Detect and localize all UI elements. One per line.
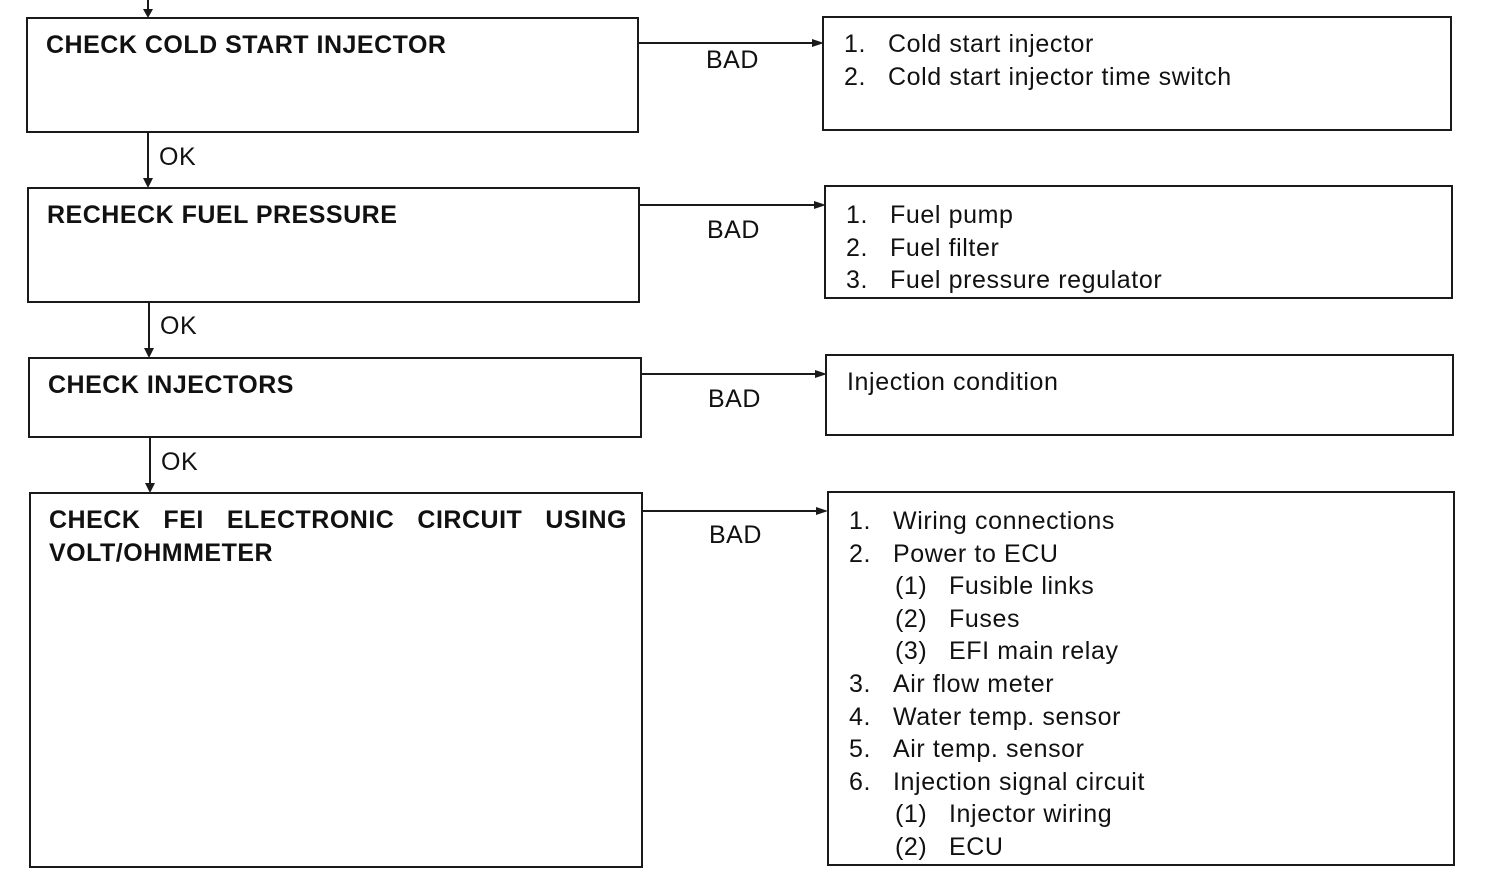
result-box-4: 1.Wiring connections 2.Power to ECU (1)F… [827,491,1455,866]
list-subitem: (2)ECU [895,832,1004,861]
list-item: 3.Air flow meter [849,669,1055,698]
ok-label: OK [160,312,198,340]
bad-arrowhead-3 [815,370,827,378]
step-label: CHECK FEI ELECTRONIC CIRCUIT USING VOLT/… [49,506,627,567]
bad-label: BAD [709,521,762,549]
list-item: 2.Cold start injector time switch [844,62,1232,91]
list-item: 1.Cold start injector [844,30,1094,58]
step-box-check-fei-circuit: CHECK FEI ELECTRONIC CIRCUIT USING VOLT/… [29,492,643,868]
step-box-check-injectors: CHECK INJECTORS [28,357,642,438]
list-subitem: (1)Injector wiring [895,800,1113,829]
list-item: 2.Power to ECU [849,539,1059,568]
list-item: 3.Fuel pressure regulator [846,266,1163,295]
list-subitem: (1)Fusible links [895,572,1095,601]
result-list: Injection condition [847,366,1059,399]
list-item: 5.Air temp. sensor [849,735,1085,764]
ok-label: OK [159,143,197,171]
list-item: 1.Wiring connections [849,507,1116,535]
step-label: RECHECK FUEL PRESSURE [47,201,398,229]
result-box-1: 1.Cold start injector 2.Cold start injec… [822,16,1452,131]
result-box-3: Injection condition [825,354,1454,436]
bad-arrowhead-4 [816,507,828,515]
list-subitem: (3)EFI main relay [895,637,1119,666]
ok-arrowhead-1 [143,178,153,188]
step-box-cold-start-injector: CHECK COLD START INJECTOR [26,17,639,133]
list-item: 1.Fuel pump [846,201,1014,229]
result-list: 1.Wiring connections 2.Power to ECU (1)F… [849,505,1145,864]
step-box-recheck-fuel-pressure: RECHECK FUEL PRESSURE [27,187,640,303]
bad-arrowhead-2 [814,201,826,209]
list-item: 2.Fuel filter [846,233,1000,262]
list-item: Injection condition [847,368,1059,396]
list-item: 6.Injection signal circuit [849,767,1146,796]
result-list: 1.Fuel pump 2.Fuel filter 3.Fuel pressur… [846,199,1162,297]
ok-label: OK [161,448,199,476]
list-item: 4.Water temp. sensor [849,702,1121,731]
bad-label: BAD [706,46,759,74]
step-label: CHECK INJECTORS [48,371,294,399]
result-box-2: 1.Fuel pump 2.Fuel filter 3.Fuel pressur… [824,185,1453,299]
list-subitem: (2)Fuses [895,604,1021,633]
bad-arrowhead-1 [812,39,824,47]
ok-arrowhead-3 [145,483,155,493]
bad-label: BAD [707,216,760,244]
incoming-arrowhead [143,9,153,18]
step-label: CHECK COLD START INJECTOR [46,31,447,59]
ok-arrowhead-2 [144,348,154,358]
bad-label: BAD [708,385,761,413]
result-list: 1.Cold start injector 2.Cold start injec… [844,28,1232,93]
